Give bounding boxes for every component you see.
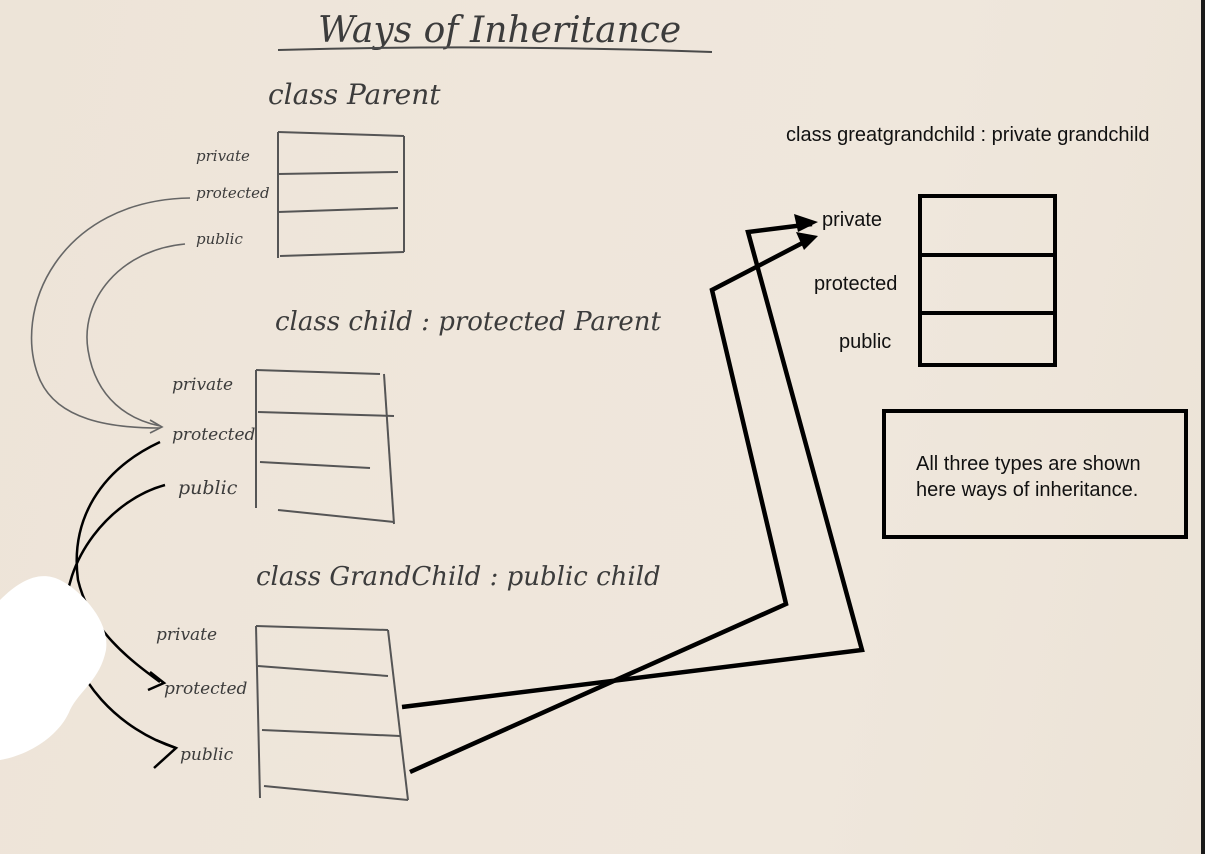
parent-label-public: public [196, 230, 243, 248]
grandchild-label-private: private [156, 625, 217, 645]
parent-label-protected: protected [196, 184, 270, 202]
diagram-title: Ways of Inheritance [318, 10, 681, 51]
grandchild-table [255, 625, 409, 801]
table-divider [922, 311, 1053, 315]
arrowhead-icon [796, 232, 818, 250]
child-label-public: public [178, 477, 238, 499]
greatgrandchild-heading: class greatgrandchild : private grandchi… [786, 124, 1150, 146]
greatgrandchild-label-public: public [839, 331, 892, 353]
parent-public-arrow [86, 243, 186, 427]
grandchild-label-protected: protected [164, 679, 248, 699]
frame-edge [1201, 0, 1205, 854]
table-divider [922, 253, 1053, 257]
parent-label-private: private [196, 147, 250, 165]
title-underline [277, 46, 713, 53]
parent-heading: class Parent [268, 78, 441, 111]
grandchild-to-greatgrandchild-arrows [401, 221, 865, 775]
child-heading: class child : protected Parent [275, 307, 661, 337]
child-label-private: private [172, 375, 233, 395]
child-table [255, 369, 395, 525]
parent-protected-arrow [30, 197, 191, 429]
greatgrandchild-label-protected: protected [814, 273, 898, 295]
greatgrandchild-table [918, 194, 1057, 367]
note-text: All three types are shown here ways of i… [916, 453, 1141, 501]
grandchild-heading: class GrandChild : public child [256, 562, 661, 592]
arrowhead-icon [149, 419, 164, 434]
note-box: All three types are shown here ways of i… [882, 409, 1188, 539]
grandchild-label-public: public [180, 745, 234, 765]
greatgrandchild-label-private: private [822, 209, 883, 231]
child-label-protected: protected [172, 425, 256, 445]
hand-silhouette [0, 576, 107, 760]
parent-table [277, 131, 405, 258]
arrowhead-icon [794, 214, 818, 232]
